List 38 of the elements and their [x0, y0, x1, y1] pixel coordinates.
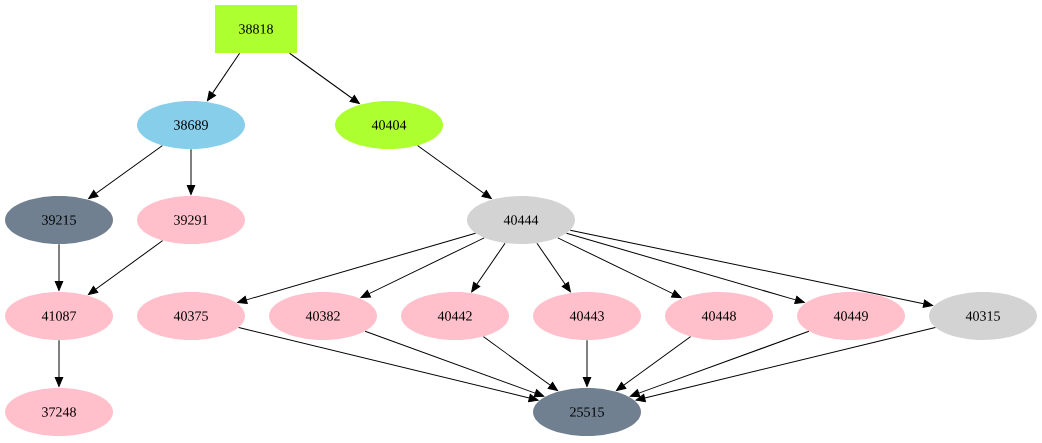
- ellipse-node: 40315: [929, 292, 1037, 340]
- arrow: [54, 243, 64, 291]
- ellipse-node: 41087: [5, 292, 113, 340]
- ellipse-node: 37248: [5, 388, 113, 436]
- arrow: [635, 327, 936, 403]
- arrow: [88, 240, 164, 296]
- arrow: [536, 242, 571, 293]
- arrow: [471, 242, 506, 293]
- arrow: [582, 339, 592, 387]
- arrow: [629, 330, 810, 398]
- arrow: [237, 232, 476, 304]
- ellipse-node: 38689: [137, 101, 245, 149]
- arrow: [364, 330, 545, 398]
- arrow: [569, 229, 933, 308]
- process-box: 38818: [215, 5, 297, 53]
- ellipse-node: 40449: [797, 292, 905, 340]
- arrow: [360, 237, 485, 299]
- ellipse-node: 40442: [401, 292, 509, 340]
- ellipse-node: 25515: [533, 388, 641, 436]
- ellipse-node: 39215: [5, 196, 113, 244]
- arrow: [289, 52, 360, 105]
- ellipse-node: 40382: [269, 292, 377, 340]
- arrow: [616, 336, 692, 392]
- arrow: [88, 145, 163, 200]
- arrow: [417, 145, 492, 200]
- ellipse-node: 40444: [467, 196, 575, 244]
- arrow: [54, 339, 64, 387]
- ellipse-node: 40375: [137, 292, 245, 340]
- arrow: [557, 237, 682, 299]
- ellipse-node: 40448: [665, 292, 773, 340]
- arrow: [238, 327, 539, 403]
- arrow: [482, 336, 558, 392]
- ellipse-node: 40443: [533, 292, 641, 340]
- arrow: [186, 148, 196, 195]
- arrow: [206, 52, 241, 102]
- ellipse-node: 39291: [137, 196, 245, 244]
- ellipse-node: 40404: [335, 101, 443, 149]
- arrow: [566, 232, 805, 304]
